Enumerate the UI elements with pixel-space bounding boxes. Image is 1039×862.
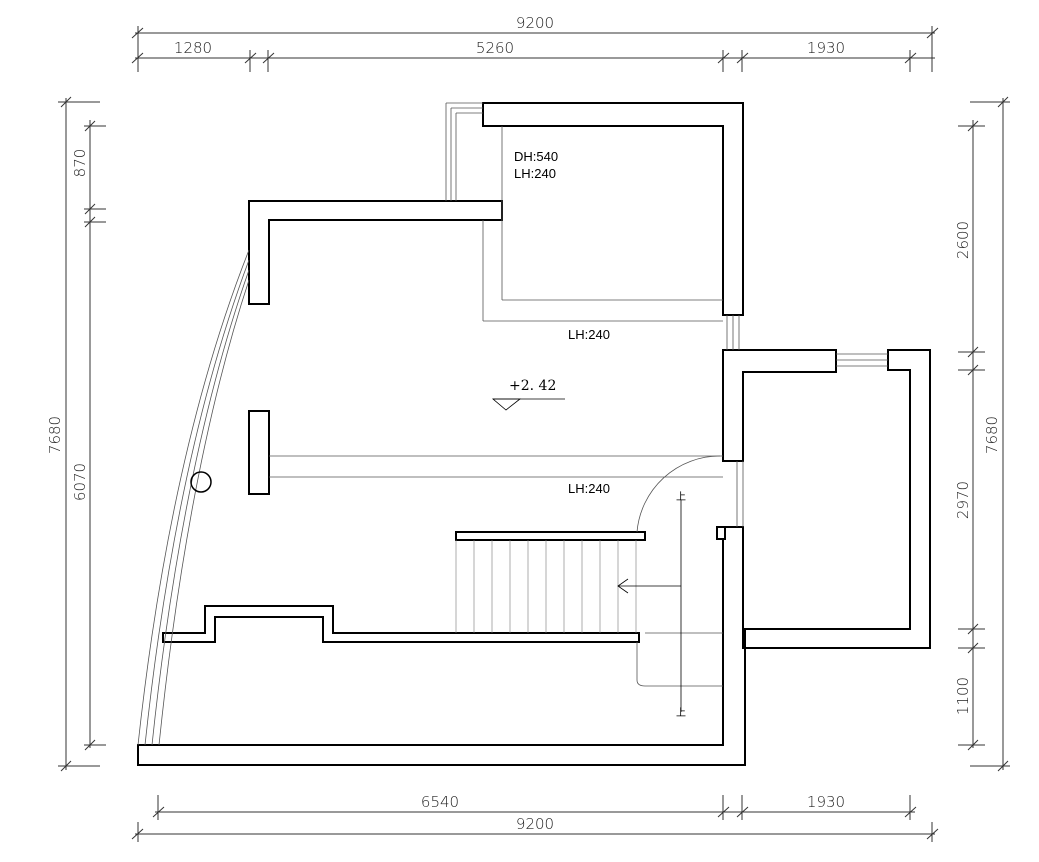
door-jamb	[716, 526, 726, 540]
dim-top-seg-2: 5260	[476, 39, 514, 57]
bottom-right-wall	[137, 349, 931, 766]
dim-top-seg-3: 1930	[807, 39, 845, 57]
lh-label-mid: LH:240	[568, 327, 610, 342]
level-marker: +2. 42	[491, 378, 565, 411]
curved-window-4	[158, 279, 250, 746]
right-room-top-wall	[722, 349, 837, 462]
door-swing	[636, 455, 721, 533]
dim-left-seg-2: 6070	[71, 463, 89, 501]
left-pillar	[248, 410, 270, 495]
top-room-wall	[482, 102, 744, 316]
upper-left-wall	[248, 200, 503, 305]
level-value: +2. 42	[509, 378, 556, 394]
dim-left-seg-1: 870	[71, 149, 89, 178]
dim-bottom-seg-2: 1930	[807, 793, 845, 811]
curved-window-2	[144, 259, 250, 746]
drain-circle	[190, 471, 212, 493]
thin-lines	[137, 102, 888, 746]
dim-bottom-total: 9200	[516, 815, 554, 833]
dim-right-seg-1: 2600	[954, 221, 972, 259]
curved-window-1	[137, 249, 250, 746]
stair-treads	[455, 540, 637, 633]
dimension-lines	[58, 26, 1010, 842]
stair-up-bottom: 上	[676, 707, 686, 719]
dim-top-total: 9200	[516, 14, 554, 32]
walls	[137, 102, 931, 766]
dimension-labels: 9200 1280 5260 1930 6540 1930 9200 7680 …	[46, 14, 1001, 833]
stair-arrow	[617, 500, 682, 712]
stair-top-wall	[455, 531, 646, 541]
dim-right-seg-3: 1100	[954, 677, 972, 715]
lh-label-top: LH:240	[514, 166, 556, 181]
dim-left-total: 7680	[46, 416, 64, 454]
dim-bottom-seg-1: 6540	[421, 793, 459, 811]
dim-top-seg-1: 1280	[174, 39, 212, 57]
dh-label: DH:540	[514, 149, 558, 164]
stair-up-top: 上	[676, 491, 686, 503]
dim-right-seg-2: 2970	[954, 481, 972, 519]
dim-right-total: 7680	[983, 416, 1001, 454]
lh-label-low: LH:240	[568, 481, 610, 496]
curved-window-3	[151, 269, 250, 746]
lower-stepped-wall	[162, 605, 640, 643]
